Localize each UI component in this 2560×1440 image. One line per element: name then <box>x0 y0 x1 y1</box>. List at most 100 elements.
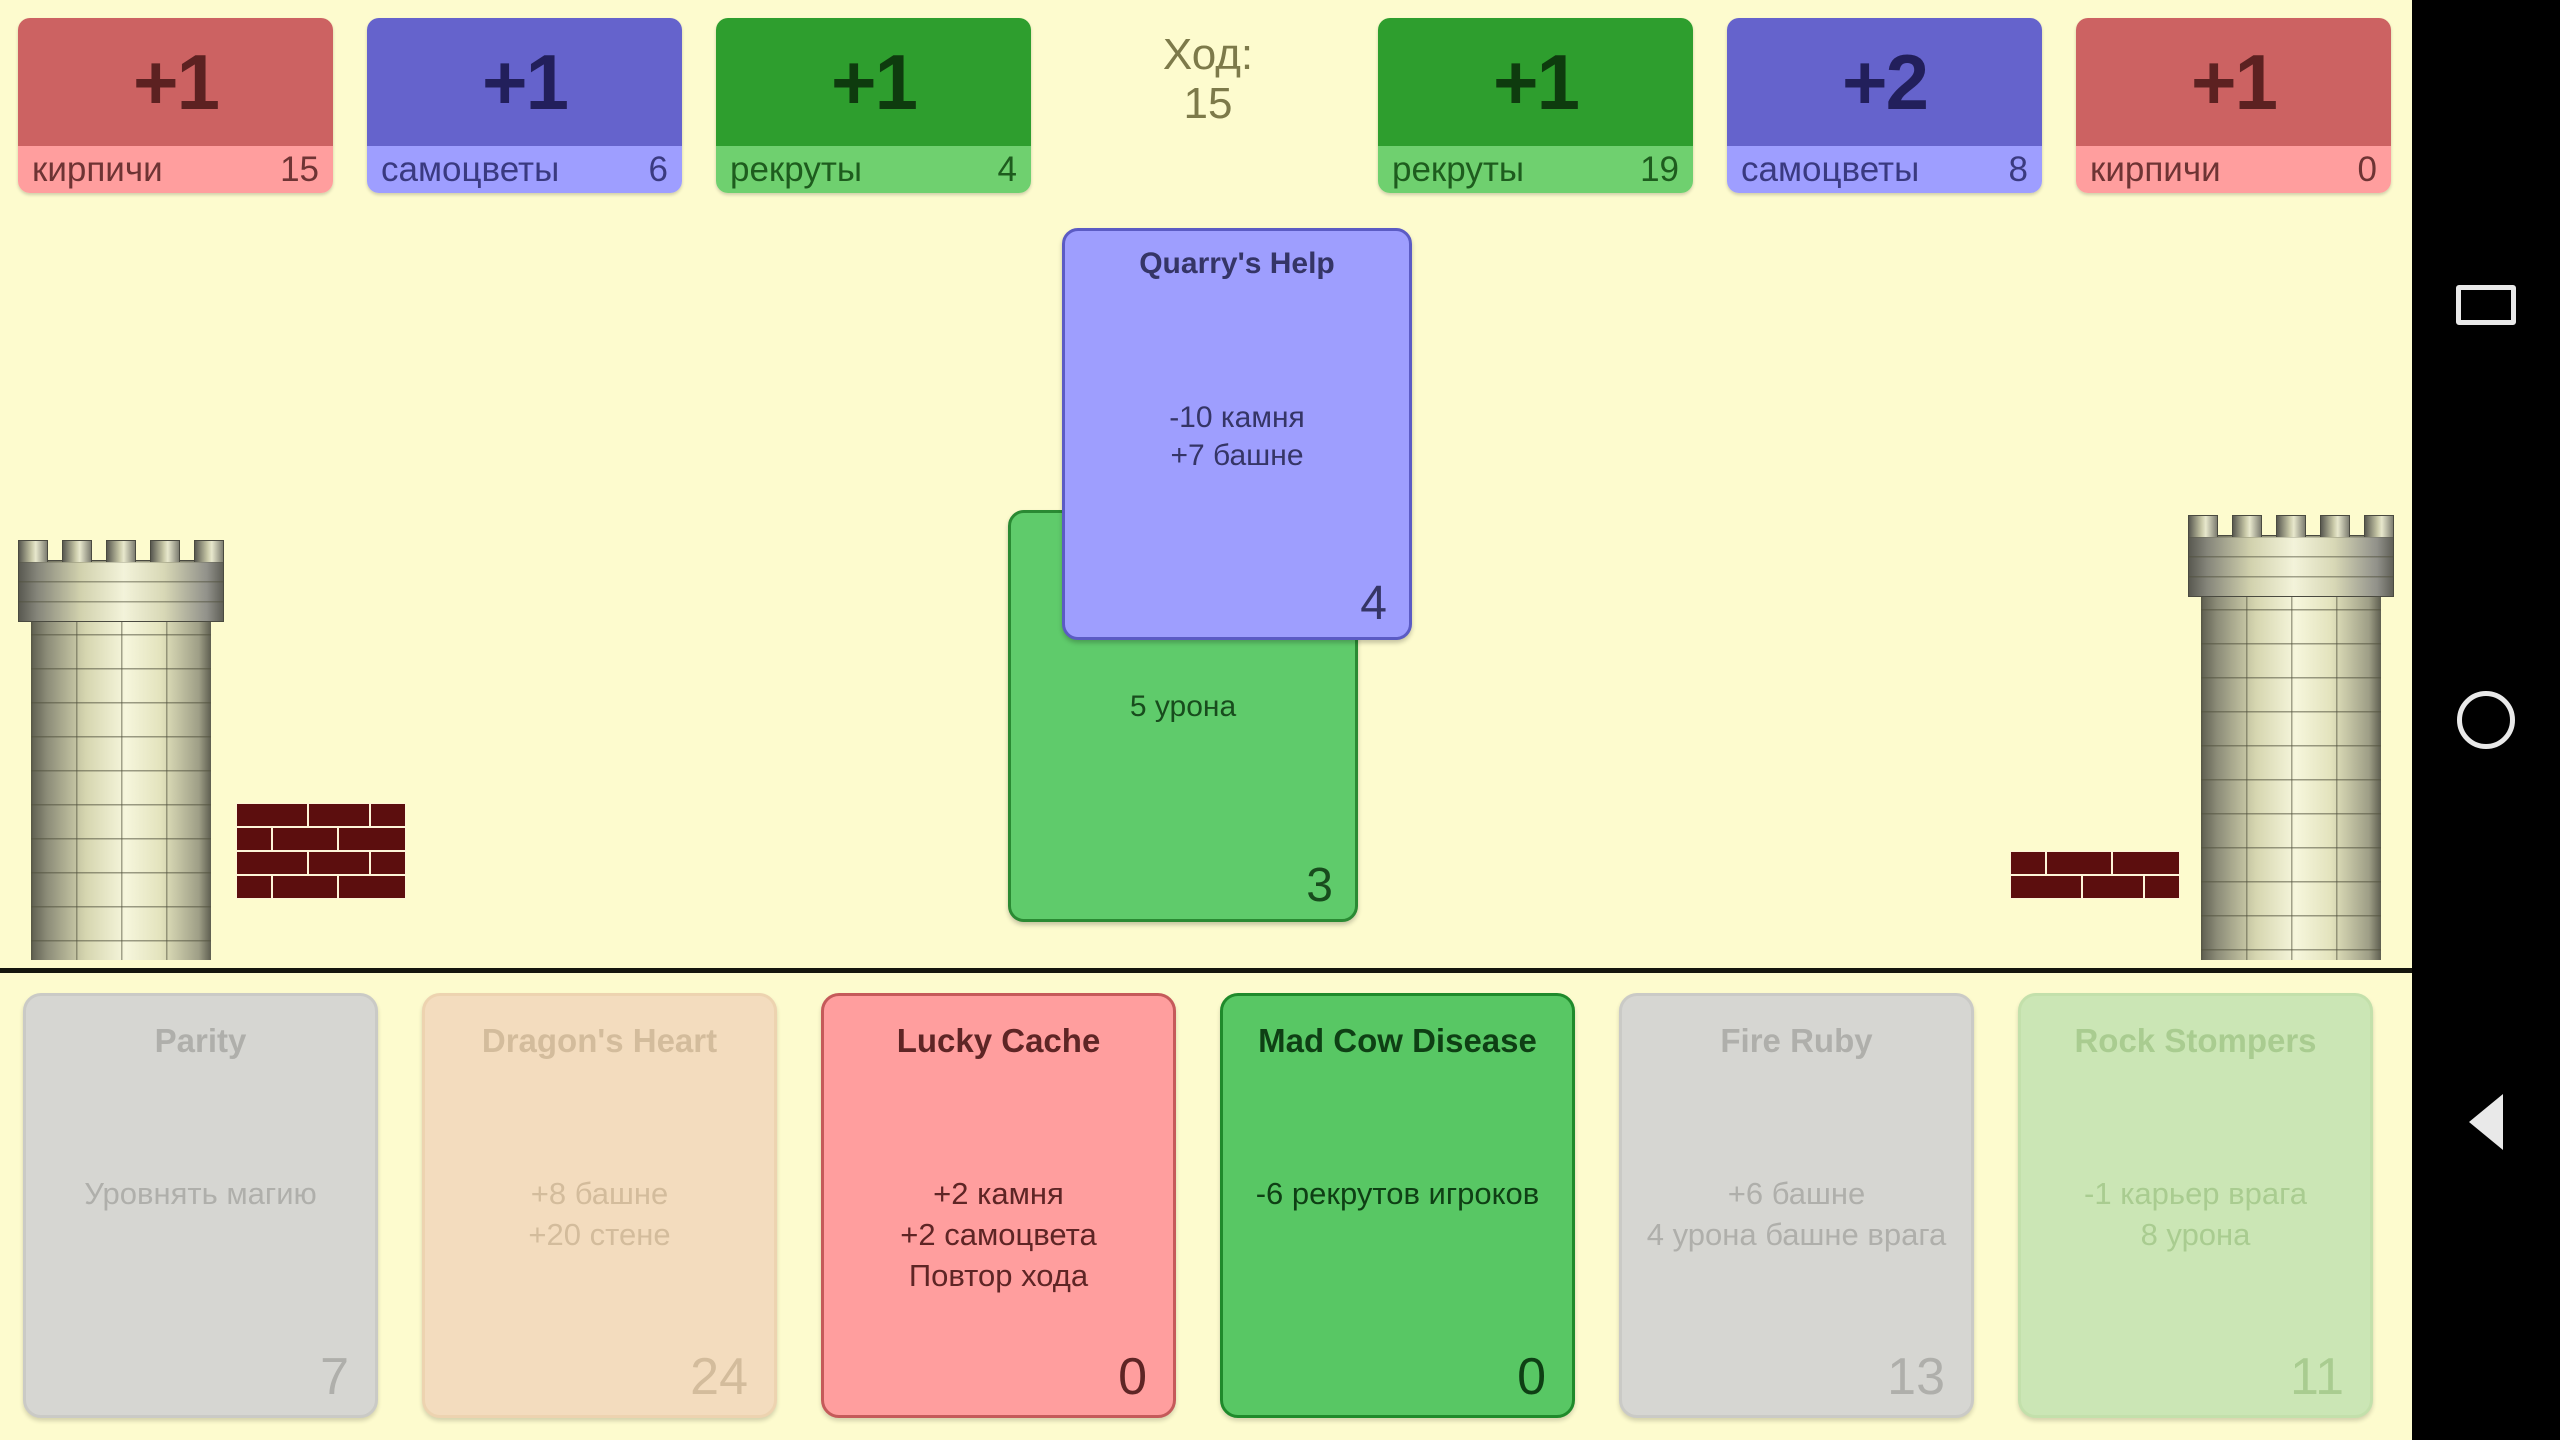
hand-card-line1: +6 башне <box>1727 1176 1866 1211</box>
recents-button[interactable] <box>2412 245 2560 365</box>
hand-card-cost: 0 <box>1118 1348 1147 1406</box>
hand-card-cost: 11 <box>2290 1348 2344 1406</box>
resource-label: кирпичи <box>2090 149 2221 189</box>
board-card-cost: 3 <box>1306 859 1333 912</box>
hand-card-title: Lucky Cache <box>896 1022 1101 1059</box>
board-card-line1: 5 урона <box>1129 690 1237 723</box>
hand-card-parity[interactable]: Parity Уровнять магию 7 <box>23 993 378 1418</box>
resource-label: рекруты <box>730 149 863 189</box>
resource-value: 0 <box>2357 149 2377 189</box>
hand-card-line2: +20 стене <box>528 1216 671 1252</box>
hand-card-text: +6 башне 4 урона башне врага <box>1630 1174 1963 1256</box>
resource-gain: +2 <box>1727 18 2042 146</box>
hand-card-line2: 8 урона <box>2140 1216 2251 1252</box>
hand-card-title: Mad Cow Disease <box>1258 1022 1537 1059</box>
resource-bar-row: +1 кирпичи 15 +1 самоцветы 6 +1 рекруты … <box>0 0 2412 195</box>
hand-card-cost: 7 <box>320 1348 349 1406</box>
player-tower-merlons <box>18 540 224 562</box>
resource-gain: +1 <box>18 18 333 146</box>
resource-value: 6 <box>648 149 668 189</box>
wall-row <box>2010 875 2180 899</box>
hand-card-line2: 4 урона башне врага <box>1646 1216 1947 1252</box>
turn-counter: Ход: 15 <box>1068 30 1348 129</box>
panel-divider <box>0 968 2412 973</box>
hand-card-title: Fire Ruby <box>1720 1022 1873 1059</box>
hand-card-text: Уровнять магию <box>34 1174 367 1215</box>
board-card-cost: 4 <box>1360 577 1387 630</box>
hand-card-text: -1 карьер врага 8 урона <box>2029 1174 2362 1256</box>
enemy-wall <box>2010 851 2180 899</box>
resource-player-recruits: +1 рекруты 4 <box>716 18 1031 193</box>
wall-row <box>236 827 406 851</box>
hand-card-line3: Повтор хода <box>908 1257 1089 1293</box>
wall-row <box>236 875 406 899</box>
enemy-tower-merlons <box>2188 515 2394 537</box>
back-button[interactable] <box>2412 1062 2560 1182</box>
resource-enemy-gems: +2 самоцветы 8 <box>1727 18 2042 193</box>
wall-row <box>236 851 406 875</box>
resource-label: кирпичи <box>32 149 163 189</box>
hand-card-text: +8 башне +20 стене <box>433 1174 766 1256</box>
hand-card-line2: +2 самоцвета <box>900 1216 1097 1252</box>
hand-card-cost: 13 <box>1887 1348 1945 1406</box>
resource-footer: самоцветы 8 <box>1727 146 2042 193</box>
resource-value: 4 <box>997 149 1017 189</box>
hand-card-cost: 0 <box>1517 1348 1546 1406</box>
android-navigation-bar <box>2412 0 2560 1440</box>
triangle-back-icon <box>2469 1094 2503 1150</box>
player-wall <box>236 803 406 899</box>
board-card-line2: +7 башне <box>1170 439 1304 472</box>
resource-footer: рекруты 19 <box>1378 146 1693 193</box>
hand-card-fire-ruby[interactable]: Fire Ruby +6 башне 4 урона башне врага 1… <box>1619 993 1974 1418</box>
resource-label: самоцветы <box>381 149 560 189</box>
resource-player-gems: +1 самоцветы 6 <box>367 18 682 193</box>
hand-card-text: -6 рекрутов игроков <box>1231 1174 1564 1215</box>
resource-gain: +1 <box>2076 18 2391 146</box>
hand-card-lucky-cache[interactable]: Lucky Cache +2 камня +2 самоцвета Повтор… <box>821 993 1176 1418</box>
hand-card-mad-cow-disease[interactable]: Mad Cow Disease -6 рекрутов игроков 0 <box>1220 993 1575 1418</box>
board-card-title: Quarry's Help <box>1139 247 1335 280</box>
enemy-tower-shaft <box>2201 575 2381 960</box>
hand-card-title: Rock Stompers <box>2074 1022 2317 1059</box>
resource-value: 8 <box>2008 149 2028 189</box>
turn-value: 15 <box>1183 79 1233 129</box>
resource-footer: рекруты 4 <box>716 146 1031 193</box>
resource-gain: +1 <box>367 18 682 146</box>
hand-row: Parity Уровнять магию 7 Dragon's Heart +… <box>0 973 2412 1440</box>
resource-gain: +1 <box>1378 18 1693 146</box>
battlefield: 33/75 15/50 5/50 39/75 5 урона 3 <box>0 195 2412 1143</box>
enemy-tower-crown <box>2188 535 2394 597</box>
hand-card-line1: -6 рекрутов игроков <box>1255 1176 1540 1211</box>
resource-value: 19 <box>1640 149 1679 189</box>
hand-card-line1: Уровнять магию <box>84 1176 317 1211</box>
resource-footer: самоцветы 6 <box>367 146 682 193</box>
hand-card-title: Dragon's Heart <box>481 1022 718 1059</box>
hand-card-rock-stompers[interactable]: Rock Stompers -1 карьер врага 8 урона 11 <box>2018 993 2373 1418</box>
square-icon <box>2456 285 2516 325</box>
game-screen: +1 кирпичи 15 +1 самоцветы 6 +1 рекруты … <box>0 0 2412 1440</box>
player-tower-shaft <box>31 600 211 960</box>
resource-value: 15 <box>280 149 319 189</box>
turn-label: Ход: <box>1162 30 1254 79</box>
hand-card-line1: +2 камня <box>933 1176 1064 1211</box>
wall-row <box>236 803 406 827</box>
home-button[interactable] <box>2412 660 2560 780</box>
hand-card-dragons-heart[interactable]: Dragon's Heart +8 башне +20 стене 24 <box>422 993 777 1418</box>
resource-label: рекруты <box>1392 149 1525 189</box>
resource-footer: кирпичи 0 <box>2076 146 2391 193</box>
resource-enemy-recruits: +1 рекруты 19 <box>1378 18 1693 193</box>
hand-card-title: Parity <box>154 1022 247 1059</box>
board-card-quarrys-help[interactable]: Quarry's Help -10 камня +7 башне 4 <box>1062 228 1412 640</box>
circle-icon <box>2457 691 2515 749</box>
resource-gain: +1 <box>716 18 1031 146</box>
hand-card-text: +2 камня +2 самоцвета Повтор хода <box>832 1174 1165 1297</box>
wall-row <box>2010 851 2180 875</box>
hand-card-line1: +8 башне <box>530 1176 669 1211</box>
resource-footer: кирпичи 15 <box>18 146 333 193</box>
hand-card-cost: 24 <box>690 1348 748 1406</box>
hand-card-line1: -1 карьер врага <box>2084 1176 2307 1211</box>
board-card-line1: -10 камня <box>1169 401 1305 434</box>
resource-label: самоцветы <box>1741 149 1920 189</box>
resource-enemy-bricks: +1 кирпичи 0 <box>2076 18 2391 193</box>
resource-player-bricks: +1 кирпичи 15 <box>18 18 333 193</box>
